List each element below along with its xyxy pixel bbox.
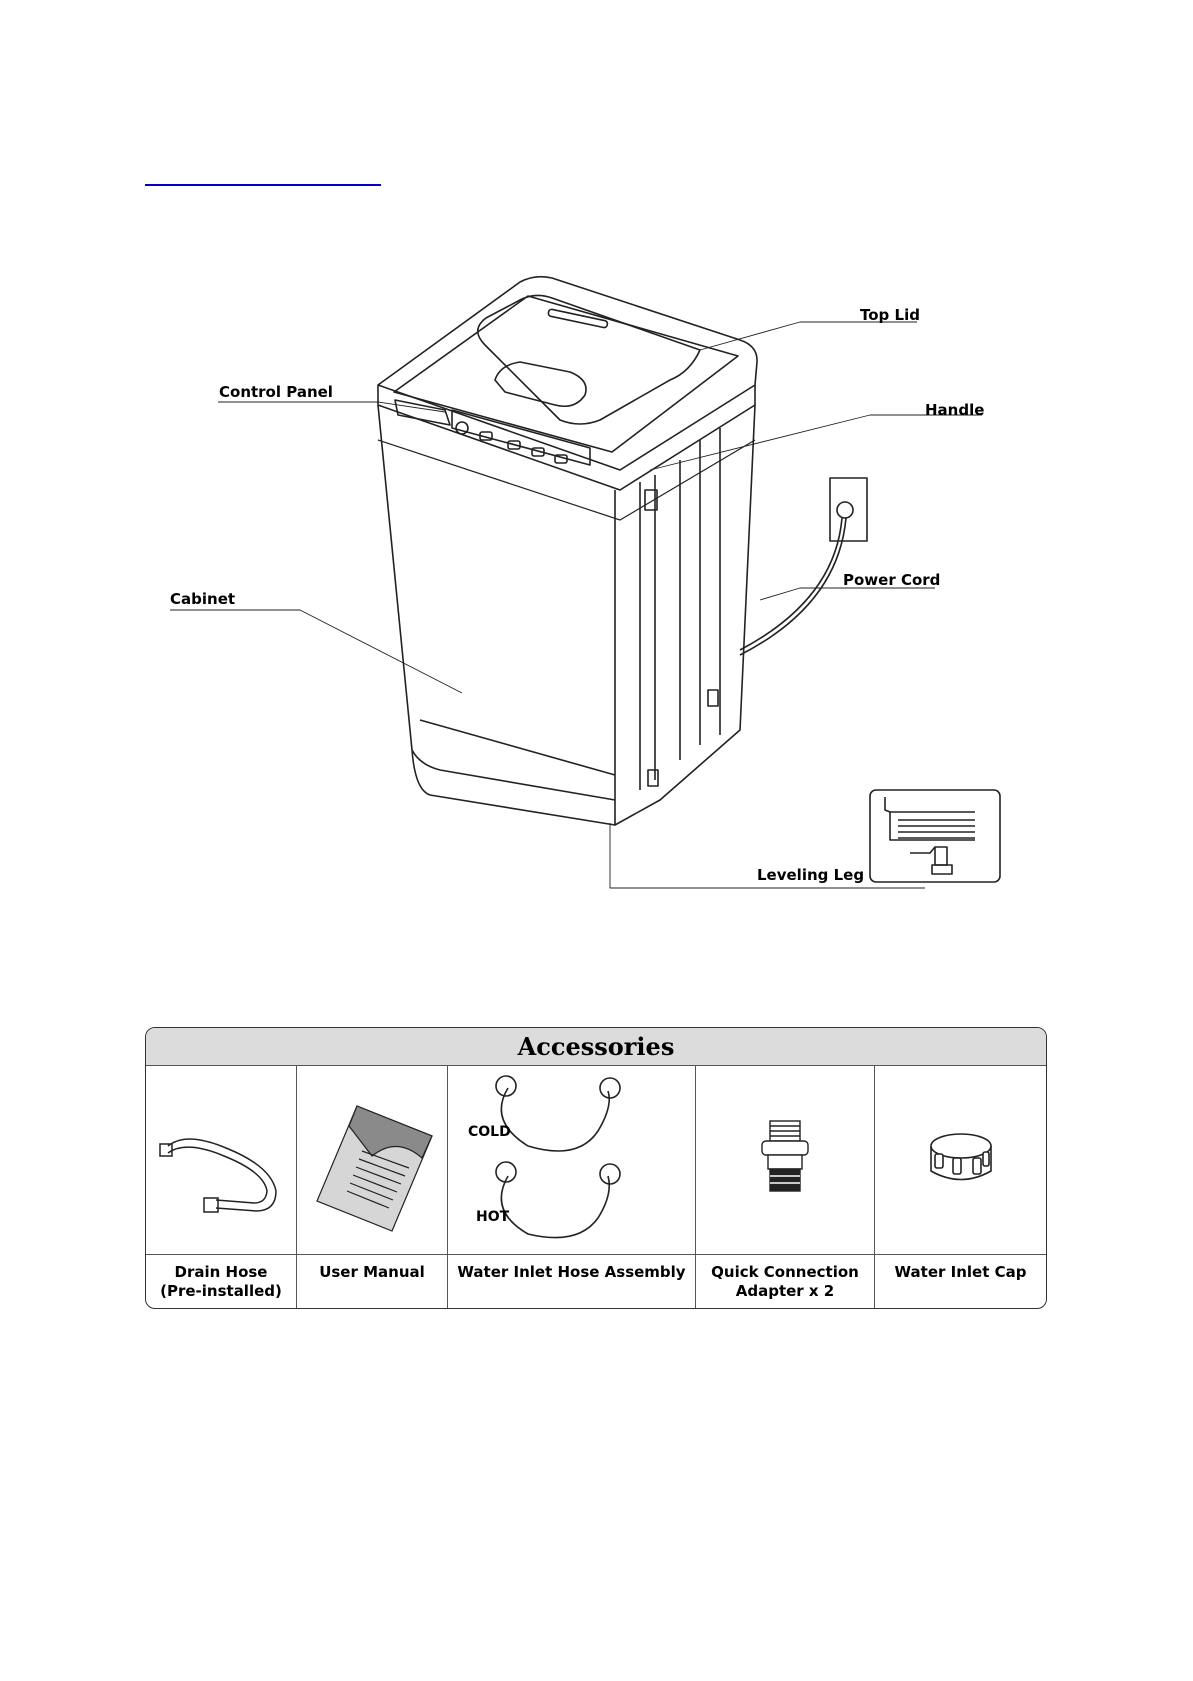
user-manual-icon [297,1066,447,1254]
accessories-title: Accessories [518,1032,675,1061]
washing-machine-diagram [0,0,1193,900]
label-cabinet: Cabinet [170,590,235,608]
caption-inlet-cap: Water Inlet Cap [875,1255,1046,1308]
cabinet-drawing [378,405,755,825]
label-control-panel: Control Panel [219,383,333,401]
drain-hose-icon [146,1066,296,1254]
label-power-cord: Power Cord [843,571,940,589]
label-top-lid: Top Lid [860,306,920,324]
inlet-hose-icon [448,1066,695,1254]
caption-adapter: Quick Connection Adapter x 2 [696,1255,874,1308]
adapter-icon [696,1066,874,1254]
accessory-adapter: Quick Connection Adapter x 2 [696,1066,875,1308]
accessory-drain-hose: Drain Hose (Pre-installed) [146,1066,297,1308]
accessory-inlet-hose: COLD HOT Water Inlet Hose Assembly [448,1066,696,1308]
accessories-header: Accessories [146,1028,1046,1066]
accessories-table: Accessories Drain Hose (Pre-installed) [145,1027,1047,1309]
leveling-leg-inset [870,790,1000,882]
control-panel-drawing [378,385,755,490]
accessory-user-manual: User Manual [297,1066,448,1308]
label-leveling-leg: Leveling Leg [757,866,864,884]
caption-drain-hose: Drain Hose (Pre-installed) [146,1255,296,1308]
hose-label-hot: HOT [476,1209,509,1225]
inlet-cap-icon [875,1066,1047,1254]
caption-inlet-hose: Water Inlet Hose Assembly [448,1255,695,1308]
accessory-inlet-cap: Water Inlet Cap [875,1066,1046,1308]
leader-lines [170,322,982,888]
hose-label-cold: COLD [468,1124,511,1140]
wall-outlet-drawing [740,478,867,655]
caption-user-manual: User Manual [297,1255,447,1308]
label-handle: Handle [925,401,984,419]
